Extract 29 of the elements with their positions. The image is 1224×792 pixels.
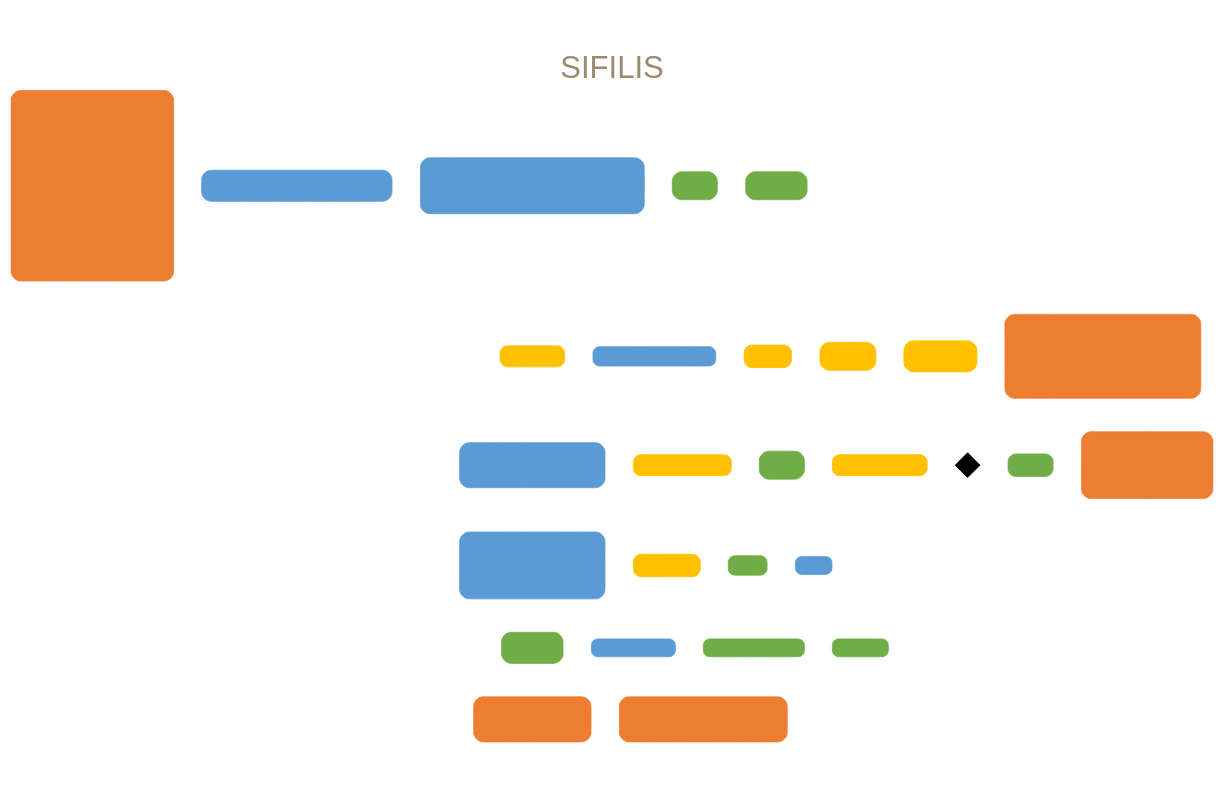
node-box [473,696,592,743]
node-box [1004,314,1202,399]
node-box [727,555,768,576]
node-box [633,454,732,477]
node-box [795,556,833,575]
node-box [201,169,393,202]
node-box [743,344,792,368]
node-box [501,631,564,664]
node-box [459,531,606,600]
node-box [499,345,565,368]
node-box [1081,431,1214,499]
node-box [10,90,174,282]
node-box [633,553,701,578]
node-box [758,450,805,480]
node-box [745,171,808,201]
diagram-title: SIFILIS [560,50,664,86]
node-box [1007,453,1054,477]
node-box [459,442,606,489]
node-box [702,638,805,658]
node-diamond [954,452,981,478]
node-box [671,171,718,201]
node-box [831,638,889,658]
node-box [819,342,877,371]
node-box [420,157,645,215]
node-box [619,696,788,743]
node-box [903,340,978,373]
node-box [592,346,717,367]
node-box [831,454,928,477]
node-box [591,638,676,658]
